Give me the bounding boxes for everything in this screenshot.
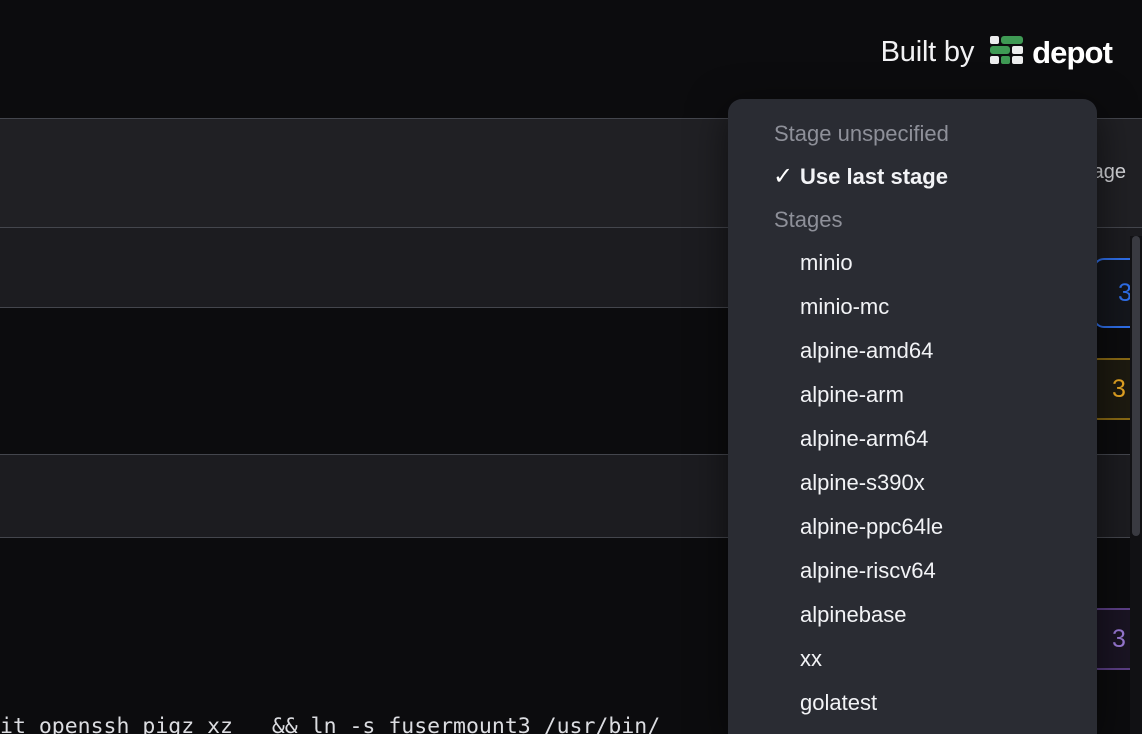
menu-item-alpine-s390x[interactable]: alpine-s390x <box>728 461 1097 505</box>
depot-wordmark: depot <box>1032 34 1113 70</box>
menu-item-alpine-amd64[interactable]: alpine-amd64 <box>728 329 1097 373</box>
menu-item-label: minio-mc <box>800 294 890 319</box>
depot-logo: depot <box>990 34 1113 70</box>
menu-item-label: golatest <box>800 690 878 715</box>
menu-item-label: alpine-s390x <box>800 470 925 495</box>
menu-item-minio-mc[interactable]: minio-mc <box>728 285 1097 329</box>
built-by-text: Built by <box>880 35 975 68</box>
menu-item-alpine-riscv64[interactable]: alpine-riscv64 <box>728 549 1097 593</box>
top-banner: Built by depot <box>0 0 1142 118</box>
menu-item-label: alpine-riscv64 <box>800 558 936 583</box>
menu-item-label: Use last stage <box>800 164 948 189</box>
menu-section-label: Stage unspecified <box>774 121 949 146</box>
menu-item-label: alpine-arm <box>800 382 904 407</box>
page-scrollbar[interactable] <box>1130 236 1142 734</box>
depot-grid-logo-icon <box>990 36 1024 68</box>
menu-section-label: Stages <box>774 207 843 232</box>
menu-item-alpinebase[interactable]: alpinebase <box>728 593 1097 637</box>
menu-item-xx[interactable]: xx <box>728 637 1097 681</box>
built-by-badge[interactable]: Built by depot <box>880 34 1113 70</box>
menu-item-label: alpine-ppc64le <box>800 514 944 539</box>
check-icon: ✓ <box>772 163 794 190</box>
menu-item-label: alpinebase <box>800 602 907 627</box>
page-scrollbar-thumb[interactable] <box>1132 236 1140 536</box>
menu-item-golatest[interactable]: golatest <box>728 681 1097 725</box>
menu-item-label: minio <box>800 250 853 275</box>
menu-item-alpine-arm[interactable]: alpine-arm <box>728 373 1097 417</box>
menu-item-label: alpine-arm64 <box>800 426 929 451</box>
menu-item-label: xx <box>800 646 822 671</box>
menu-item-label: alpine-amd64 <box>800 338 934 363</box>
menu-item-minio[interactable]: minio <box>728 241 1097 285</box>
menu-item-use-last-stage[interactable]: ✓Use last stage <box>728 155 1097 199</box>
console-line-group-dockerfile: it openssh pigz xz && ln -s fusermount3 … <box>0 714 661 734</box>
menu-item-alpine-arm64[interactable]: alpine-arm64 <box>728 417 1097 461</box>
menu-item-alpine-ppc64le[interactable]: alpine-ppc64le <box>728 505 1097 549</box>
